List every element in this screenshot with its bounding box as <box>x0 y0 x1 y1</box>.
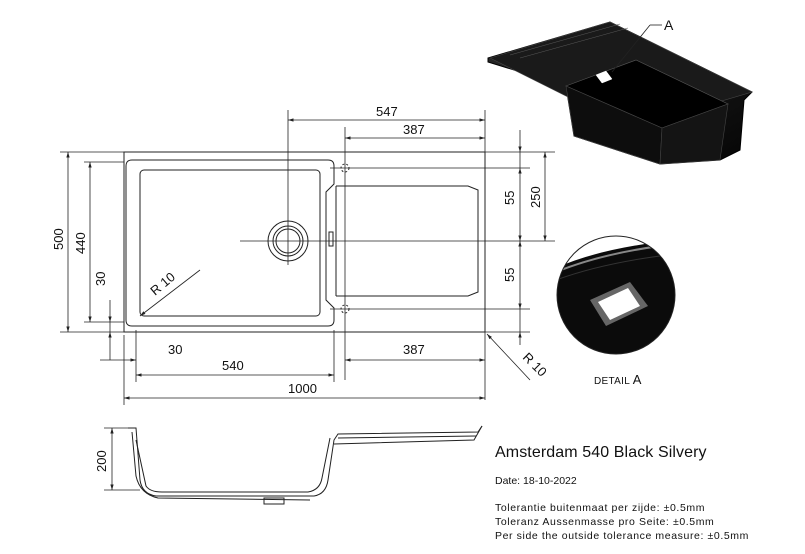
side-view <box>128 425 483 505</box>
tolerance-en: Per side the outside tolerance measure: … <box>495 530 749 542</box>
detail-a-label: DETAIL A <box>594 372 642 387</box>
dim-55-bottom: 55 <box>502 268 517 282</box>
plan-view <box>123 151 486 333</box>
callout-letter: A <box>664 17 674 33</box>
dim-250: 250 <box>528 186 543 208</box>
product-title: Amsterdam 540 Black Silvery <box>495 444 707 461</box>
detail-a-view <box>556 235 676 355</box>
sink-outline <box>123 151 486 333</box>
dimension-lines <box>66 118 547 491</box>
dim-547: 547 <box>376 104 398 119</box>
dim-30-bottom: 30 <box>168 342 182 357</box>
bowl-inner <box>139 169 321 317</box>
dim-r10-outer: R 10 <box>520 350 550 380</box>
detail-label-prefix: DETAIL <box>594 376 630 387</box>
bowl-outline <box>125 159 335 327</box>
dim-55-top: 55 <box>502 191 517 205</box>
drawing-date: Date: 18-10-2022 <box>495 475 577 487</box>
dim-r10-inner: R 10 <box>147 269 178 298</box>
dim-387-bottom: 387 <box>403 342 425 357</box>
tolerance-nl: Tolerantie buitenmaat per zijde: ±0.5mm <box>495 502 706 514</box>
tolerance-de: Toleranz Aussenmasse pro Seite: ±0.5mm <box>495 516 715 528</box>
dim-200: 200 <box>94 450 109 472</box>
dim-30-left: 30 <box>93 272 108 286</box>
dim-1000: 1000 <box>288 381 317 396</box>
overflow-slot <box>328 231 334 247</box>
sink-3d-view <box>487 21 753 165</box>
dim-540: 540 <box>222 358 244 373</box>
detail-label-letter: A <box>632 372 642 387</box>
extension-lines <box>60 110 555 405</box>
dim-500: 500 <box>51 228 66 250</box>
dim-387-top: 387 <box>403 122 425 137</box>
dim-440: 440 <box>73 232 88 254</box>
